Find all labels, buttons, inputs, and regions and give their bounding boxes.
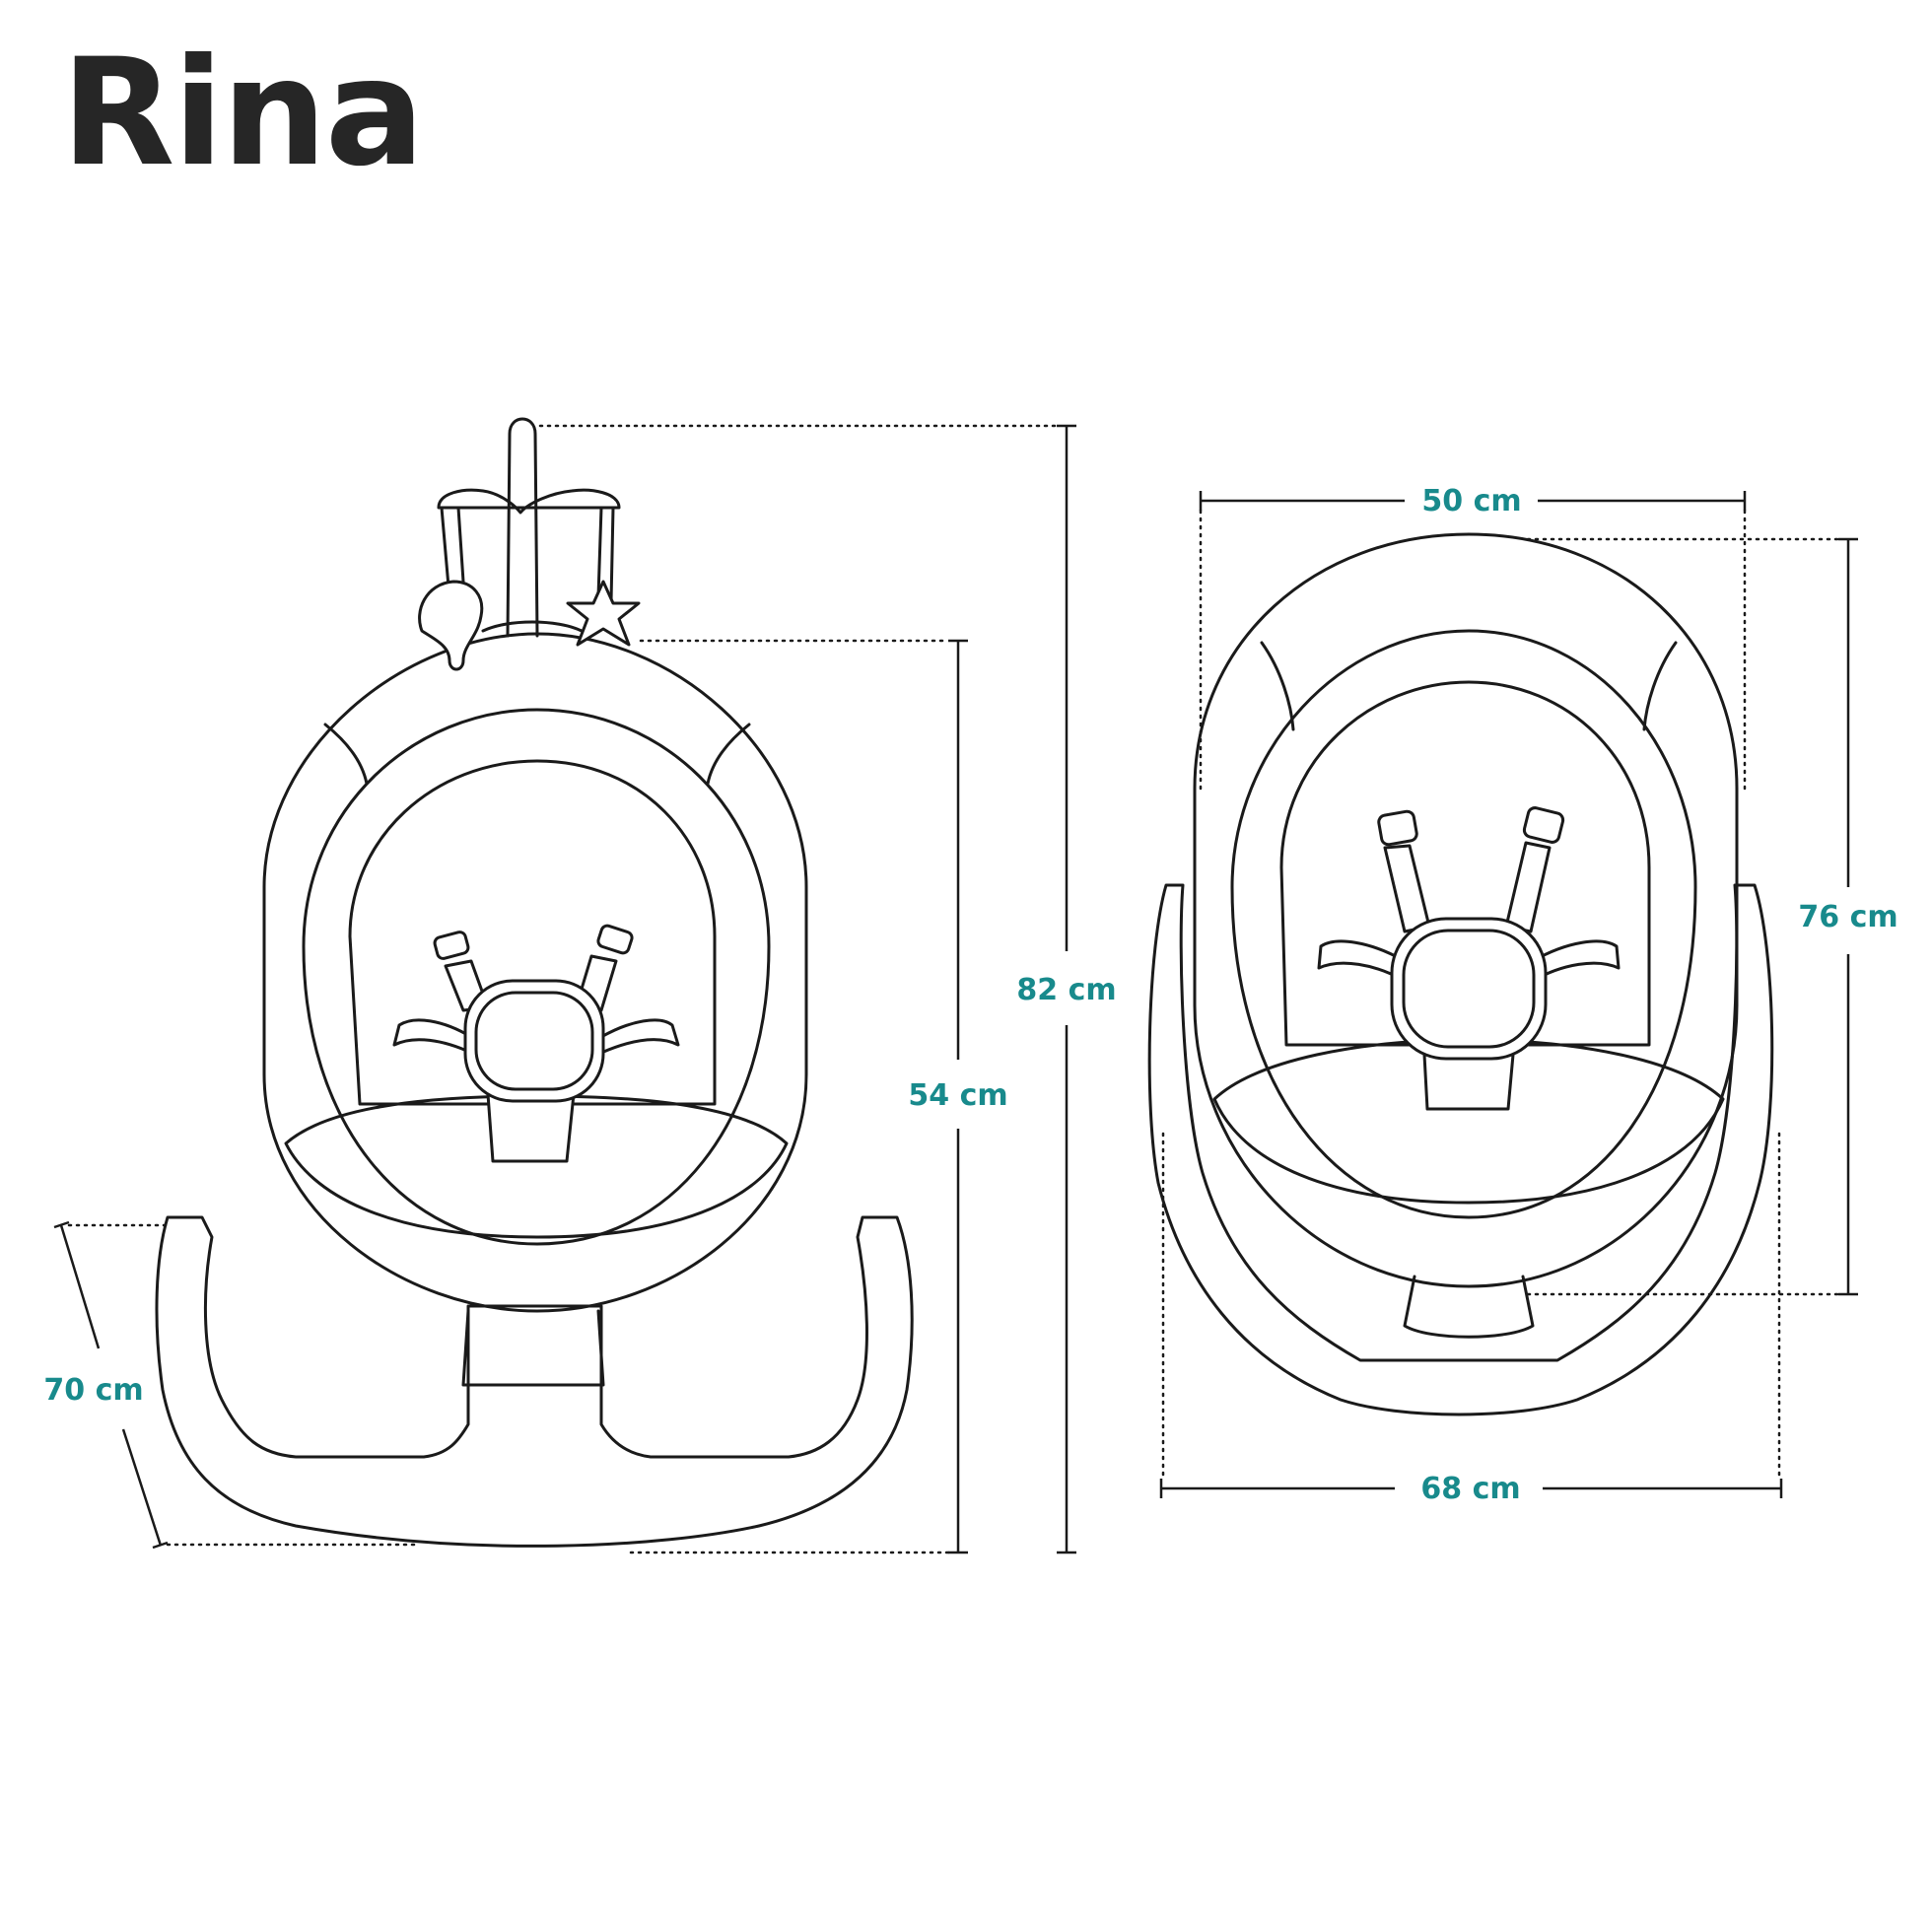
dim-extent-seat-length [1526, 537, 1840, 1296]
product-title: Rina [61, 28, 425, 199]
toy-star [566, 580, 641, 647]
dim-tick-base-depth [53, 1220, 169, 1550]
top-waist-strap-right [1531, 939, 1621, 983]
dim-extent-seat-height [629, 639, 950, 1554]
top-stand [1403, 1275, 1535, 1339]
toy-bar-hub [481, 620, 584, 633]
harness-buckle-inner [474, 991, 594, 1091]
top-shell-side-left [1260, 641, 1295, 731]
top-shoulder-strap-left [1383, 844, 1431, 933]
shell-side-left [323, 723, 369, 786]
seat-shell [262, 632, 808, 1313]
top-strap-clip-right [1522, 806, 1565, 844]
toy-leaf [418, 580, 484, 671]
top-base [1147, 883, 1774, 1416]
shell-side-right [706, 723, 751, 786]
top-waist-strap-left [1317, 939, 1407, 983]
top-view-illustration [1147, 532, 1774, 1416]
dim-tick-seat-length [1838, 537, 1858, 1296]
seat-pad [284, 1094, 789, 1239]
top-harness-buckle [1390, 917, 1548, 1061]
dim-extent-seat-width [1199, 509, 1747, 791]
top-seat-cushion [1230, 629, 1697, 1219]
top-head-insert [1279, 680, 1651, 1047]
toy-string-left [440, 506, 465, 588]
top-shell-side-right [1642, 641, 1678, 731]
label-base-depth: 70 cm [43, 1373, 143, 1408]
seat-stand [461, 1309, 605, 1387]
dim-extent-base-depth [67, 1223, 416, 1547]
dim-tick-base-width [1159, 1479, 1783, 1498]
seat-cushion [302, 708, 771, 1246]
label-base-width: 68 cm [1420, 1472, 1520, 1506]
toy-bar-top [437, 488, 621, 515]
label-total-height: 82 cm [1016, 973, 1116, 1007]
toy-string-right [596, 506, 615, 603]
top-seat-shell [1193, 532, 1739, 1288]
dim-extent-base-width [1161, 1132, 1781, 1481]
top-shoulder-strap-right [1504, 841, 1552, 933]
dimension-lines [53, 424, 1858, 1554]
waist-strap-right [599, 1018, 680, 1055]
label-seat-length: 76 cm [1798, 900, 1898, 934]
toy-bar-arm [506, 417, 539, 638]
base-rocker [155, 1215, 914, 1548]
harness-buckle [463, 979, 605, 1103]
dim-tick-seat-height [948, 639, 968, 1554]
crotch-strap [486, 1092, 576, 1163]
label-seat-height: 54 cm [908, 1078, 1007, 1113]
waist-strap-left [392, 1018, 473, 1055]
label-seat-width: 50 cm [1421, 484, 1521, 518]
dim-tick-seat-width [1199, 491, 1747, 511]
dim-tick-total-height [1057, 424, 1076, 1554]
top-crotch-strap [1422, 1053, 1515, 1111]
dim-line-base-depth [59, 1224, 163, 1547]
side-view-illustration [155, 417, 914, 1548]
strap-clip-left [433, 931, 470, 960]
top-seat-pad [1212, 1038, 1725, 1205]
top-strap-clip-left [1377, 809, 1418, 847]
top-harness-buckle-inner [1402, 929, 1536, 1049]
dimension-labels: 70 cm 54 cm 82 cm 50 cm 76 cm 68 cm [43, 484, 1898, 1506]
strap-clip-right [596, 924, 634, 955]
